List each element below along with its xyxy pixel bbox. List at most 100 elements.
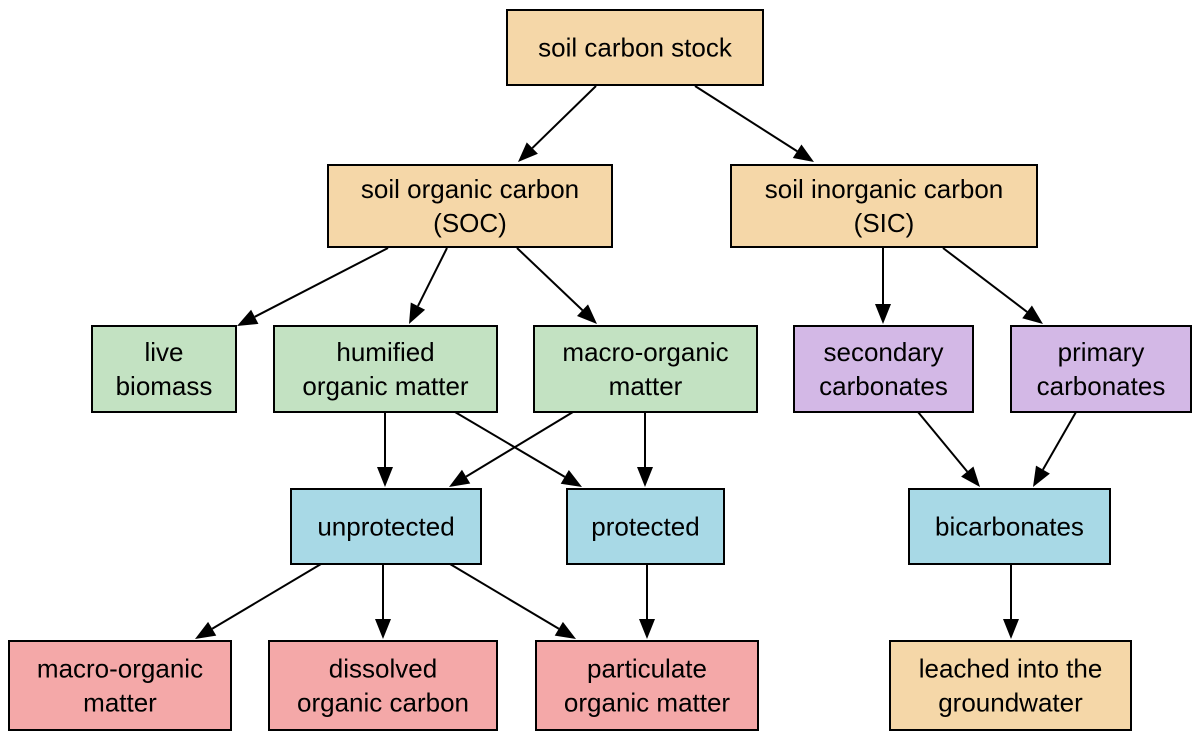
- arrow-head: [1003, 619, 1019, 639]
- node-box: [1010, 325, 1192, 413]
- node-box: [268, 640, 498, 731]
- node-label-line: matter: [83, 688, 157, 718]
- arrow-head: [961, 466, 980, 487]
- edges-layer: [195, 85, 1077, 639]
- edge-unprotected-to-macro2: [195, 563, 322, 639]
- edge-line: [454, 411, 566, 478]
- node-humified: humified organic matter: [273, 325, 498, 413]
- node-label-line: protected: [591, 512, 699, 542]
- edge-secondary-to-bicarbonates: [917, 411, 980, 487]
- edge-unprotected-to-particulate: [449, 563, 576, 639]
- edge-soc-to-humified: [409, 247, 448, 324]
- edge-line: [531, 85, 597, 149]
- node-box: [506, 9, 764, 86]
- node-live: live biomass: [91, 325, 237, 413]
- edge-stock-to-sic: [694, 85, 814, 162]
- arrow-head: [1022, 305, 1043, 324]
- edge-primary-to-bicarbonates: [1033, 411, 1077, 487]
- edge-soc-to-macro1: [516, 247, 597, 324]
- node-box: [327, 164, 613, 248]
- node-label-line: soil carbon stock: [538, 33, 733, 63]
- edge-sic-to-secondary: [875, 248, 891, 324]
- node-label-line: unprotected: [317, 512, 454, 542]
- edge-sic-to-primary: [942, 247, 1043, 324]
- node-label-line: organic matter: [302, 371, 469, 401]
- node-label-line: organic matter: [564, 688, 731, 718]
- arrow-head: [576, 304, 597, 324]
- arrow-head: [409, 302, 426, 324]
- node-box: [8, 640, 232, 731]
- edge-bicarbonates-to-leached: [1003, 564, 1019, 639]
- node-label-line: carbonates: [819, 371, 948, 401]
- node-primary: primary carbonates: [1010, 325, 1192, 413]
- node-box: [91, 325, 237, 413]
- edge-line: [942, 247, 1028, 313]
- node-box: [793, 325, 974, 413]
- node-label-line: leached into the: [919, 654, 1103, 684]
- edge-line: [211, 563, 322, 630]
- node-box: [889, 640, 1132, 731]
- arrow-head: [554, 621, 576, 639]
- edge-line: [1042, 411, 1077, 471]
- arrow-head: [1033, 465, 1050, 487]
- node-soc: soil organic carbon (SOC): [327, 164, 613, 248]
- node-label-line: carbonates: [1037, 371, 1166, 401]
- arrow-head: [195, 621, 217, 639]
- edge-line: [516, 247, 584, 311]
- node-protected: protected: [566, 488, 725, 565]
- node-label-line: bicarbonates: [935, 512, 1084, 542]
- node-label-line: biomass: [116, 371, 213, 401]
- node-label-line: secondary: [824, 337, 944, 367]
- node-box: [273, 325, 498, 413]
- node-box: [533, 325, 758, 413]
- edge-line: [694, 85, 798, 153]
- arrow-head: [639, 619, 655, 639]
- node-particulate: particulate organic matter: [535, 640, 759, 731]
- node-label-line: primary: [1058, 337, 1145, 367]
- node-stock: soil carbon stock: [506, 9, 764, 86]
- node-label-line: macro-organic: [562, 337, 728, 367]
- node-box: [290, 488, 482, 565]
- edge-line: [917, 411, 969, 473]
- node-bicarbonates: bicarbonates: [908, 488, 1111, 565]
- edge-line: [417, 247, 448, 307]
- node-leached: leached into the groundwater: [889, 640, 1132, 731]
- edge-line: [449, 563, 560, 630]
- node-label-line: soil organic carbon: [361, 174, 579, 204]
- node-label-line: live: [144, 337, 183, 367]
- edge-humified-to-protected: [454, 411, 582, 487]
- edge-line: [254, 247, 389, 318]
- node-label-line: groundwater: [938, 688, 1083, 718]
- node-unprotected: unprotected: [290, 488, 482, 565]
- edge-protected-to-particulate: [639, 564, 655, 639]
- edge-soc-to-live: [237, 247, 389, 326]
- arrow-head: [875, 304, 891, 324]
- node-box: [908, 488, 1111, 565]
- edge-macro1-to-unprotected: [449, 411, 574, 487]
- arrow-head: [792, 144, 814, 162]
- node-label-line: soil inorganic carbon: [765, 174, 1003, 204]
- edge-unprotected-to-dissolved: [375, 564, 391, 639]
- node-label-line: (SOC): [433, 208, 507, 238]
- node-box: [566, 488, 725, 565]
- edge-line: [465, 411, 574, 478]
- node-secondary: secondary carbonates: [793, 325, 974, 413]
- edge-humified-to-unprotected: [377, 412, 393, 487]
- node-box: [730, 164, 1038, 248]
- edge-stock-to-soc: [518, 85, 597, 162]
- node-label-line: (SIC): [854, 208, 915, 238]
- node-sic: soil inorganic carbon (SIC): [730, 164, 1038, 248]
- arrow-head: [560, 469, 582, 487]
- node-label-line: humified: [336, 337, 434, 367]
- node-box: [535, 640, 759, 731]
- edge-macro1-to-protected: [637, 412, 653, 487]
- arrow-head: [377, 467, 393, 487]
- arrow-head: [375, 619, 391, 639]
- arrow-head: [449, 469, 471, 487]
- arrow-head: [518, 142, 538, 162]
- node-label-line: particulate: [587, 654, 707, 684]
